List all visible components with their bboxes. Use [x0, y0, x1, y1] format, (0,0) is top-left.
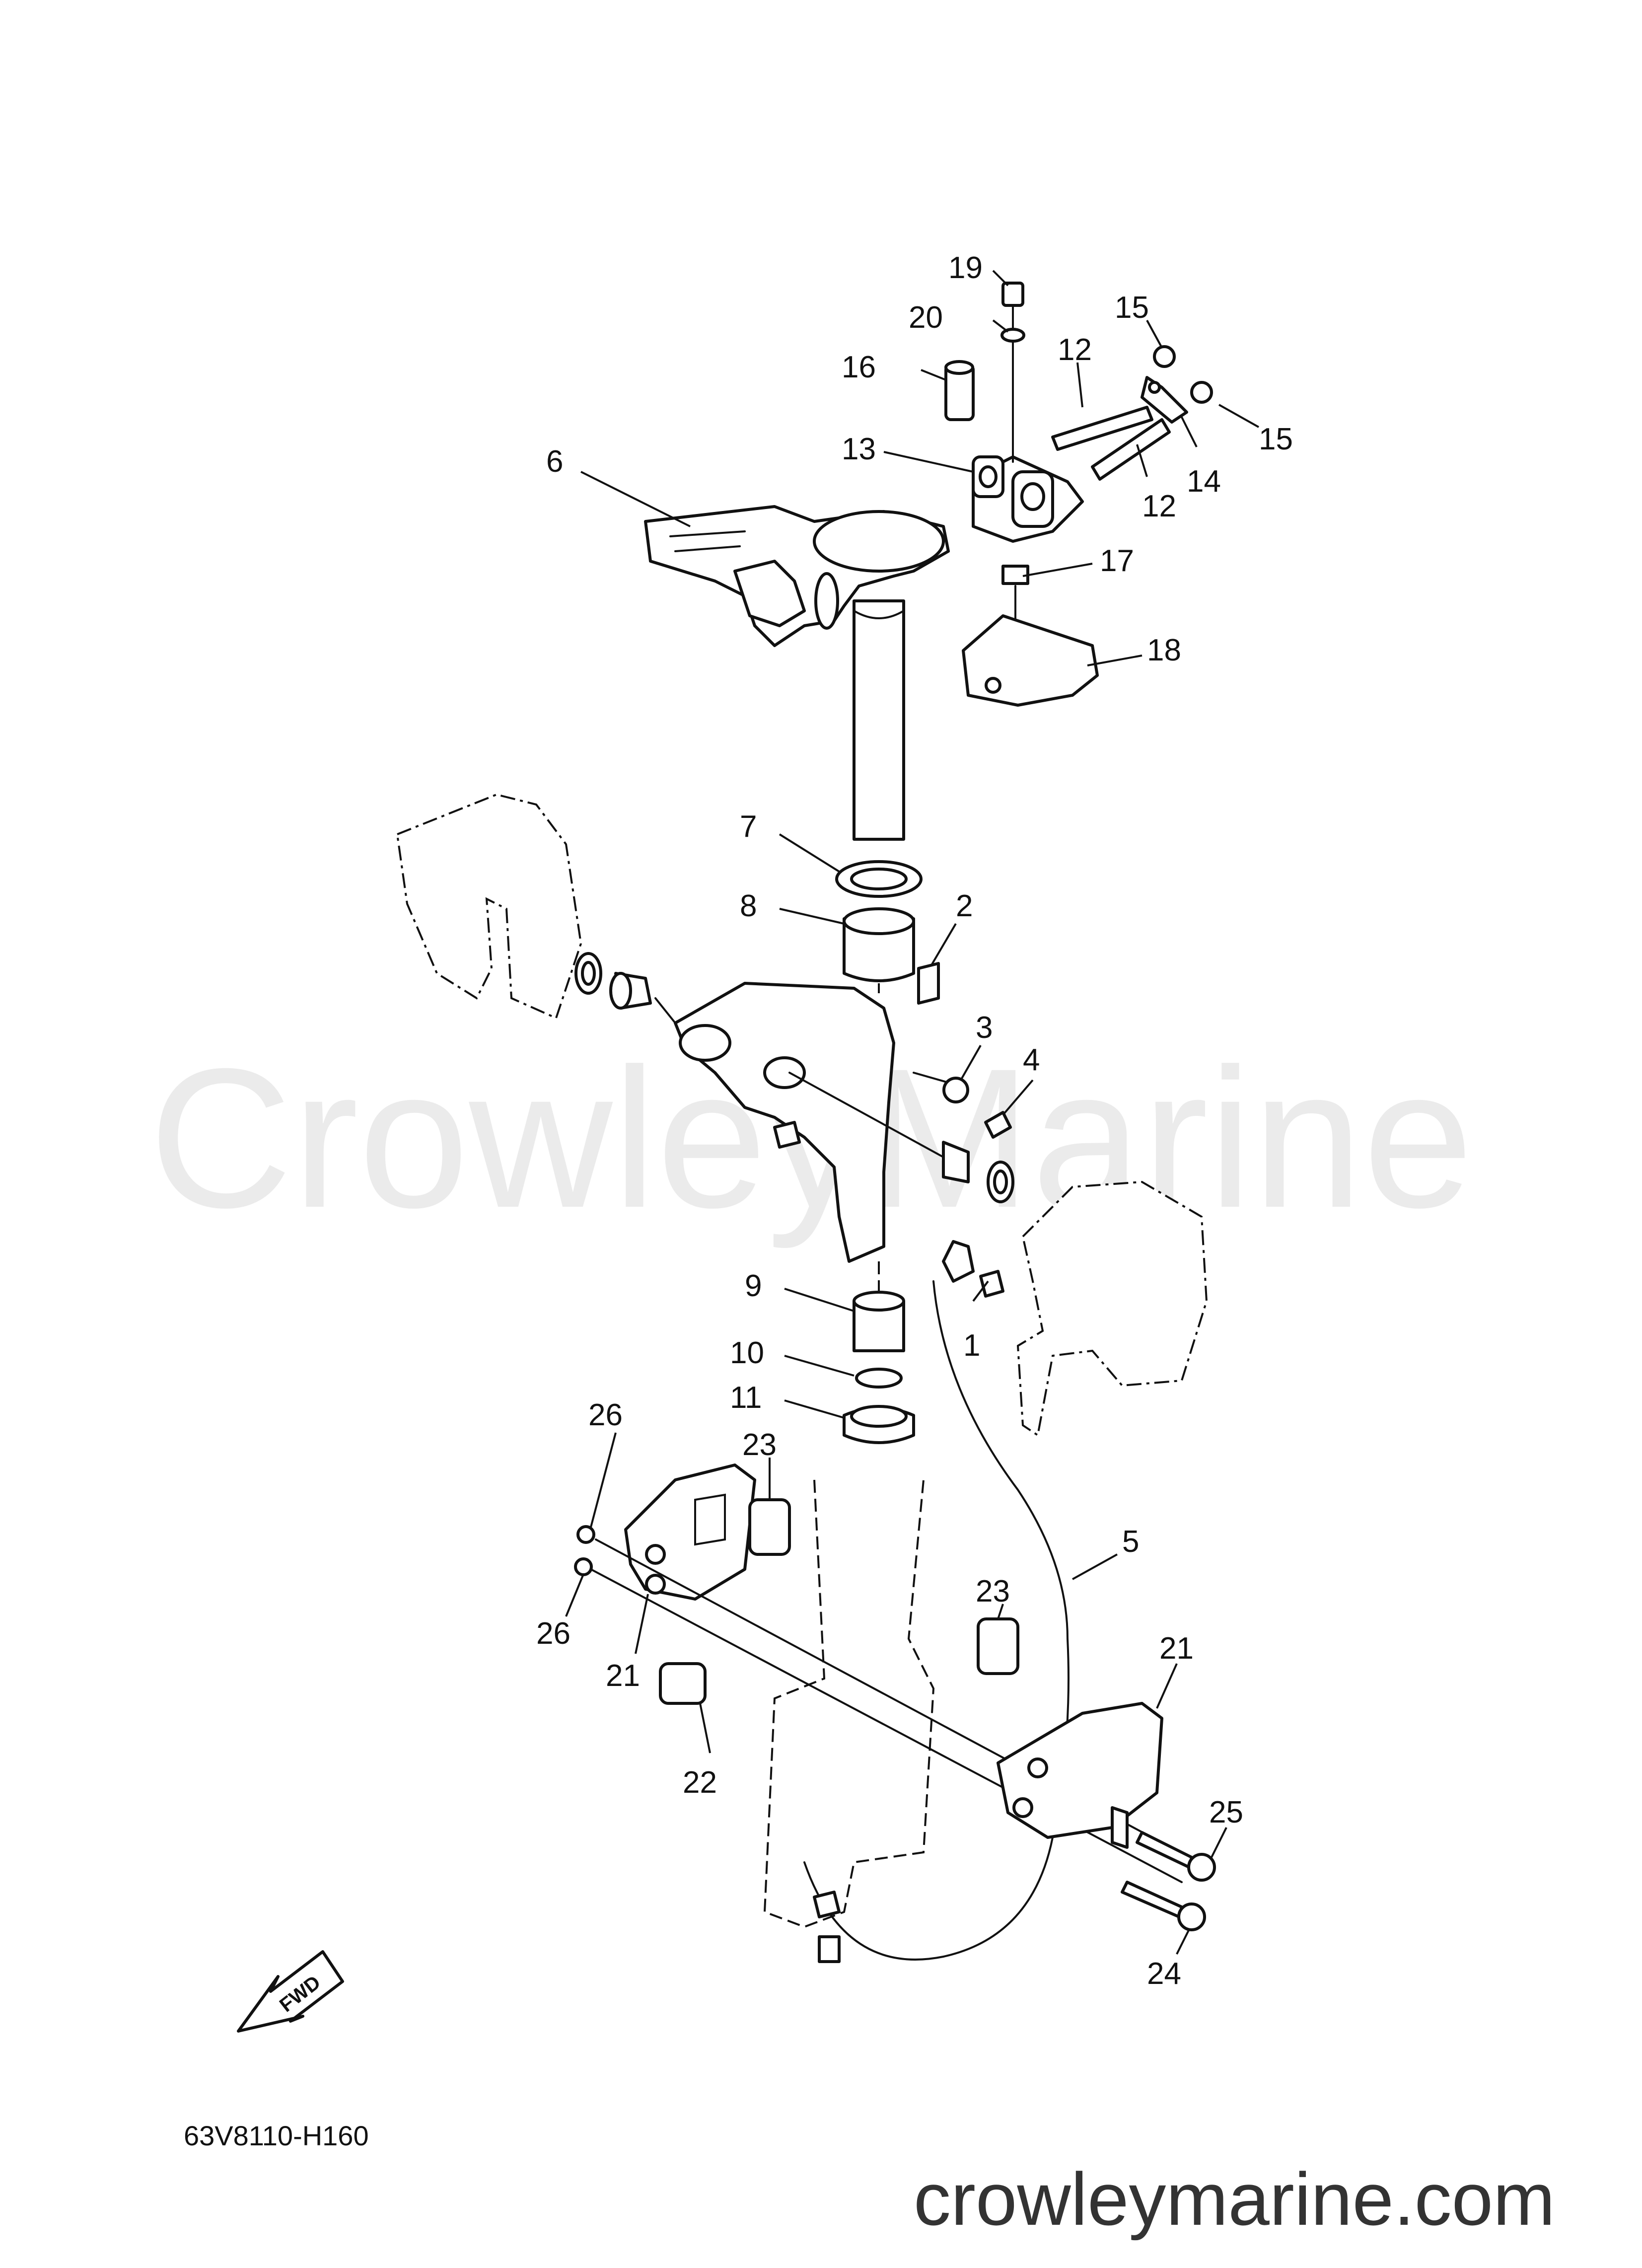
callout-21b: 21: [1159, 1631, 1194, 1666]
callout-26a: 26: [588, 1398, 623, 1432]
upper-mount: [944, 282, 1213, 707]
callout-15a: 15: [1115, 291, 1149, 325]
drive-shaft-housing: [763, 1479, 935, 1928]
callout-12b: 12: [1142, 489, 1176, 523]
callout-12a: 12: [1058, 333, 1092, 367]
ghost-left-clamp: [396, 793, 582, 1020]
callout-1: 1: [963, 1328, 980, 1363]
bolt-24: [1121, 1881, 1183, 1918]
rubber-mount-23a: [748, 1498, 791, 1556]
diagram-code: 63V8110-H160: [184, 2120, 369, 2151]
callout-14: 14: [1187, 464, 1221, 499]
callout-6: 6: [546, 444, 563, 479]
callout-25: 25: [1209, 1795, 1243, 1829]
lower-mount-left: [574, 1463, 756, 1601]
callout-23b: 23: [976, 1574, 1010, 1609]
callout-17: 17: [1100, 544, 1134, 578]
rubber-mount-23b: [977, 1617, 1019, 1675]
upper-bushings: [835, 860, 940, 1005]
lower-mount-right: [997, 1702, 1163, 1849]
callout-20: 20: [909, 300, 943, 335]
callout-9: 9: [745, 1269, 762, 1303]
callout-19: 19: [948, 251, 983, 285]
ground-bolt: [818, 1935, 841, 1963]
callout-26b: 26: [536, 1616, 571, 1651]
callout-2: 2: [956, 889, 973, 923]
callout-16: 16: [842, 350, 876, 384]
callout-8: 8: [740, 889, 757, 923]
callout-4: 4: [1023, 1043, 1040, 1077]
callout-3: 3: [976, 1011, 993, 1045]
callout-15b: 15: [1259, 422, 1293, 456]
ghost-right-clamp: [1016, 1180, 1208, 1437]
callout-18: 18: [1147, 633, 1181, 667]
callout-13: 13: [842, 432, 876, 466]
callout-5: 5: [1122, 1525, 1139, 1559]
left-pivot-parts: [574, 952, 676, 1024]
callout-22: 22: [683, 1765, 717, 1800]
lower-bushings: [843, 1261, 915, 1444]
steering-bracket: [644, 505, 950, 841]
rubber-mount-22: [659, 1662, 707, 1705]
callout-11: 11: [730, 1381, 762, 1415]
fwd-arrow-icon: FWD: [237, 1950, 344, 2033]
callout-21a: 21: [606, 1659, 640, 1693]
callouts: 19 20 16 15 12 13 15 14 12 6 17 18 7 8 2…: [536, 251, 1293, 1991]
ground-screw: [813, 1891, 841, 1918]
right-pivot-parts: [788, 1072, 1014, 1298]
website-url: crowleymarine.com: [914, 2157, 1555, 2241]
callout-10: 10: [730, 1336, 764, 1370]
callout-24: 24: [1147, 1957, 1181, 1991]
callout-23a: 23: [742, 1428, 777, 1462]
callout-7: 7: [740, 809, 757, 844]
swivel-bracket: [674, 982, 895, 1263]
